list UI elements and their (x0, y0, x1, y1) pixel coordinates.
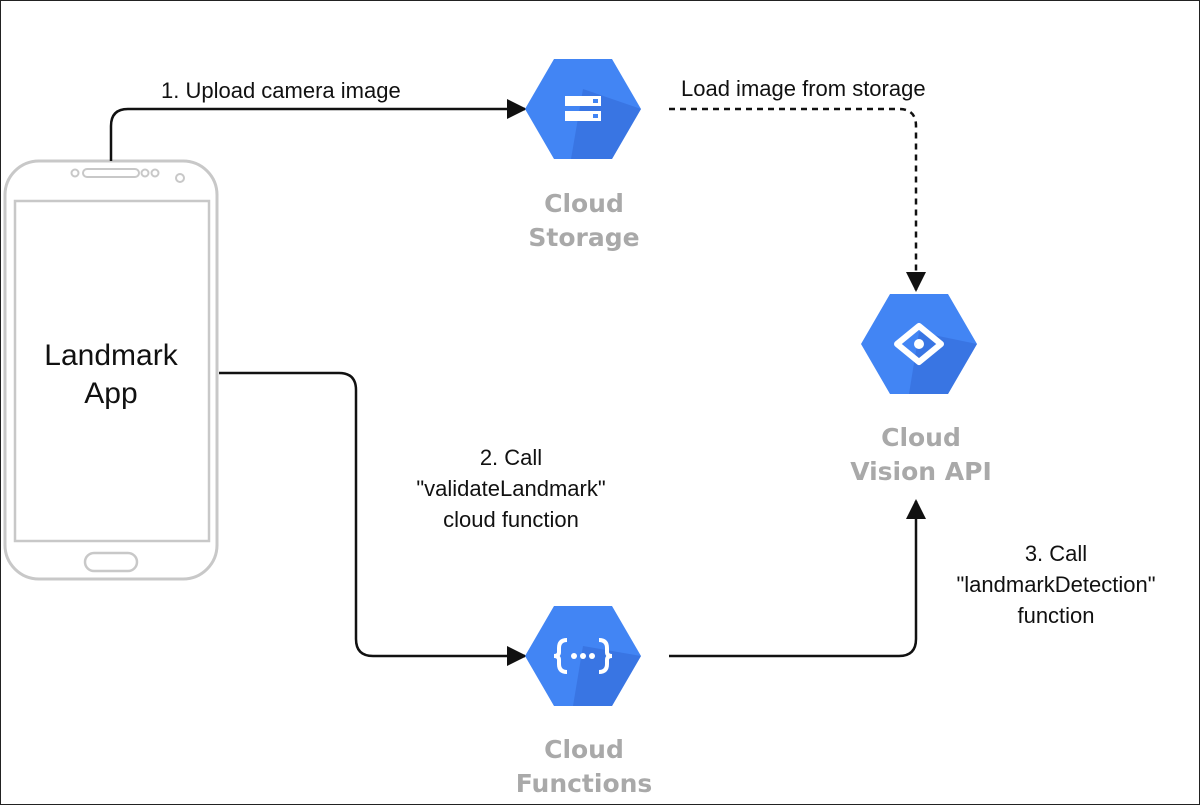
phone-label: Landmark App (11, 337, 211, 413)
edge-detect-label-line3: function (1017, 603, 1095, 628)
cloud-functions-icon (525, 606, 641, 706)
edge-validate-label-line2: "validateLandmark" (416, 476, 606, 501)
phone-label-line2: App (84, 377, 138, 410)
cloud-vision-label-line2: Vision API (850, 457, 992, 486)
edge-detect-label: 3. Call "landmarkDetection" function (926, 538, 1186, 631)
edge-load-label: Load image from storage (681, 76, 926, 101)
edge-load-arrow (669, 107, 926, 292)
edge-validate-arrow (219, 371, 527, 666)
cloud-vision-icon (861, 294, 977, 394)
edge-validate-label-line3: cloud function (443, 507, 579, 532)
edge-validate-label: 2. Call "validateLandmark" cloud functio… (381, 442, 641, 535)
cloud-vision-label: Cloud Vision API (811, 421, 1031, 489)
phone-device (3, 159, 219, 581)
edge-detect-label-line1: 3. Call (1024, 541, 1088, 566)
cloud-storage-label-line1: Cloud (544, 189, 624, 218)
cloud-functions-label-line2: Functions (515, 769, 653, 798)
edge-detect-arrow (669, 499, 926, 658)
cloud-storage-label: Cloud Storage (474, 187, 694, 255)
cloud-vision-label-line1: Cloud (881, 423, 961, 452)
phone-label-line1: Landmark (44, 339, 178, 372)
edge-upload-arrow (109, 99, 527, 161)
cloud-storage-icon (525, 59, 641, 159)
edge-detect-label-line2: "landmarkDetection" (956, 572, 1156, 597)
cloud-functions-label-line1: Cloud (544, 735, 624, 764)
cloud-storage-label-line2: Storage (528, 223, 640, 252)
edge-validate-label-line1: 2. Call (479, 445, 543, 470)
edge-upload-label: 1. Upload camera image (161, 78, 401, 103)
cloud-functions-label: Cloud Functions (474, 733, 694, 801)
